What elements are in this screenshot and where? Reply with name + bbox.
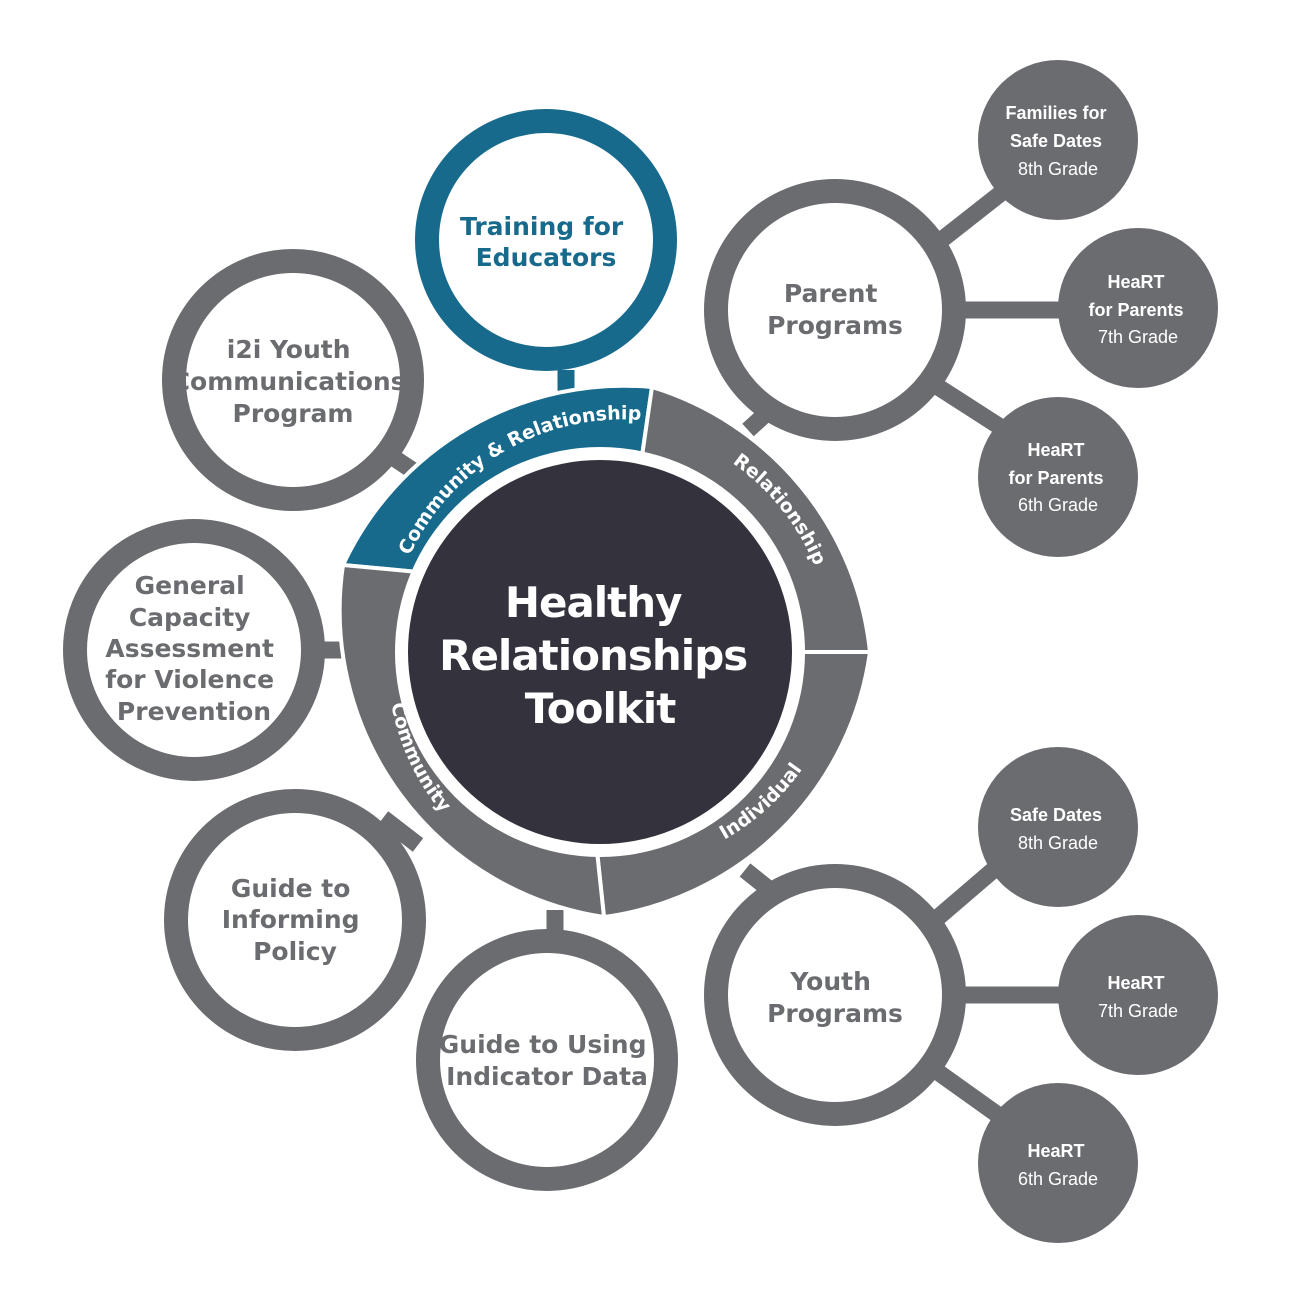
satellite-heart-parents-7-circle <box>1058 228 1218 388</box>
satellite-safe-dates-circle <box>978 747 1138 907</box>
node-policy-label: Guide to Informing Policy <box>222 874 369 966</box>
satellite-heart-for-parents-6th[interactable]: HeaRT for Parents 6th Grade <box>978 397 1138 557</box>
satellite-heart-parents-7-label: HeaRT for Parents 7th Grade <box>1088 272 1187 347</box>
center-circle <box>408 460 792 844</box>
node-general-line-3: Assessment <box>105 634 274 663</box>
node-youth-label: Youth Programs <box>767 967 903 1028</box>
node-parent-label: Parent Programs <box>767 279 903 340</box>
node-training-for-educators[interactable]: Training for Educators <box>415 109 677 371</box>
satellite-heart-for-parents-7th[interactable]: HeaRT for Parents 7th Grade <box>1058 228 1218 388</box>
node-training-circle <box>415 109 677 371</box>
satellite-safe-dates-line-2: 8th Grade <box>1018 833 1098 853</box>
node-policy-line-1: Guide to <box>231 874 351 903</box>
satellite-families-line-2: Safe Dates <box>1010 131 1102 151</box>
satellite-heart-parents-7-line-1: HeaRT <box>1107 272 1164 292</box>
node-training-label: Training for Educators <box>460 212 632 272</box>
node-youth-circle <box>704 864 966 1126</box>
satellite-heart-6-circle <box>978 1083 1138 1243</box>
node-general-line-5: Prevention <box>117 697 271 726</box>
node-general-line-2: Capacity <box>129 603 251 632</box>
node-youth-programs[interactable]: Youth Programs <box>704 864 966 1126</box>
satellite-heart-parents-6-label: HeaRT for Parents 6th Grade <box>1008 440 1107 515</box>
node-youth-line-2: Programs <box>767 999 903 1028</box>
satellite-families-label: Families for Safe Dates 8th Grade <box>1005 103 1110 179</box>
satellite-families-line-3: 8th Grade <box>1018 159 1098 179</box>
satellite-safe-dates-label: Safe Dates 8th Grade <box>1010 805 1106 853</box>
satellite-heart-7th[interactable]: HeaRT 7th Grade <box>1058 915 1218 1075</box>
node-i2i-line-3: Program <box>233 399 354 428</box>
node-general-circle <box>63 519 325 781</box>
node-training-line-1: Training for <box>460 212 624 241</box>
center-title-line-3: Toolkit <box>525 684 677 733</box>
satellite-heart-parents-6-line-1: HeaRT <box>1027 440 1084 460</box>
satellite-heart-parents-6-circle <box>978 397 1138 557</box>
node-youth-line-1: Youth <box>789 967 871 996</box>
satellite-safe-dates-line-1: Safe Dates <box>1010 805 1102 825</box>
node-guide-to-informing-policy[interactable]: Guide to Informing Policy <box>164 789 426 1051</box>
satellite-heart-7-label: HeaRT 7th Grade <box>1098 973 1178 1021</box>
node-i2i-line-1: i2i Youth <box>227 335 351 364</box>
node-general-line-4: for Violence <box>105 665 274 694</box>
node-parent-line-1: Parent <box>784 279 878 308</box>
satellite-heart-7-line-1: HeaRT <box>1107 973 1164 993</box>
node-indicator-line-1: Guide to Using <box>439 1030 647 1059</box>
satellite-heart-parents-6-line-3: 6th Grade <box>1018 495 1098 515</box>
node-i2i-line-2: Communications <box>172 367 406 396</box>
node-parent-circle <box>704 179 966 441</box>
node-policy-line-3: Policy <box>253 937 337 966</box>
satellite-heart-7-circle <box>1058 915 1218 1075</box>
satellite-heart-6-line-1: HeaRT <box>1027 1141 1084 1161</box>
connector-heart-6 <box>930 1063 1010 1127</box>
center-title-line-2: Relationships <box>439 631 747 680</box>
satellite-families-for-safe-dates[interactable]: Families for Safe Dates 8th Grade <box>978 60 1138 220</box>
node-guide-to-using-indicator-data[interactable]: Guide to Using Indicator Data <box>416 929 678 1191</box>
node-general-line-1: General <box>135 571 245 600</box>
satellite-heart-7-line-2: 7th Grade <box>1098 1001 1178 1021</box>
satellite-families-line-1: Families for <box>1005 103 1106 123</box>
satellite-heart-6th[interactable]: HeaRT 6th Grade <box>978 1083 1138 1243</box>
satellite-heart-6-label: HeaRT 6th Grade <box>1018 1141 1098 1189</box>
node-parent-programs[interactable]: Parent Programs <box>704 179 966 441</box>
center-title-line-1: Healthy <box>505 578 682 627</box>
node-i2i-label: i2i Youth Communications Program <box>172 335 415 428</box>
center-title: Healthy Relationships Toolkit <box>439 578 761 733</box>
satellite-safe-dates-8th[interactable]: Safe Dates 8th Grade <box>978 747 1138 907</box>
connector-heart-parents-6 <box>930 377 1010 438</box>
satellite-families-circle <box>978 60 1138 220</box>
node-training-line-2: Educators <box>476 243 617 272</box>
connector-families <box>929 183 1011 252</box>
node-i2i-youth-communications-program[interactable]: i2i Youth Communications Program <box>162 249 424 511</box>
node-policy-line-2: Informing <box>222 905 360 934</box>
node-indicator-label: Guide to Using Indicator Data <box>439 1030 655 1091</box>
node-indicator-line-2: Indicator Data <box>446 1062 648 1091</box>
node-indicator-circle <box>416 929 678 1191</box>
node-i2i-circle <box>162 249 424 511</box>
node-general-capacity-assessment[interactable]: General Capacity Assessment for Violence… <box>63 519 325 781</box>
node-parent-line-2: Programs <box>767 311 903 340</box>
satellite-heart-parents-7-line-2: for Parents <box>1088 300 1183 320</box>
satellite-heart-6-line-2: 6th Grade <box>1018 1169 1098 1189</box>
node-general-label: General Capacity Assessment for Violence… <box>105 571 283 726</box>
satellite-heart-parents-6-line-2: for Parents <box>1008 468 1103 488</box>
connector-policy <box>377 811 424 852</box>
node-policy-circle <box>164 789 426 1051</box>
satellite-heart-parents-7-line-3: 7th Grade <box>1098 327 1178 347</box>
